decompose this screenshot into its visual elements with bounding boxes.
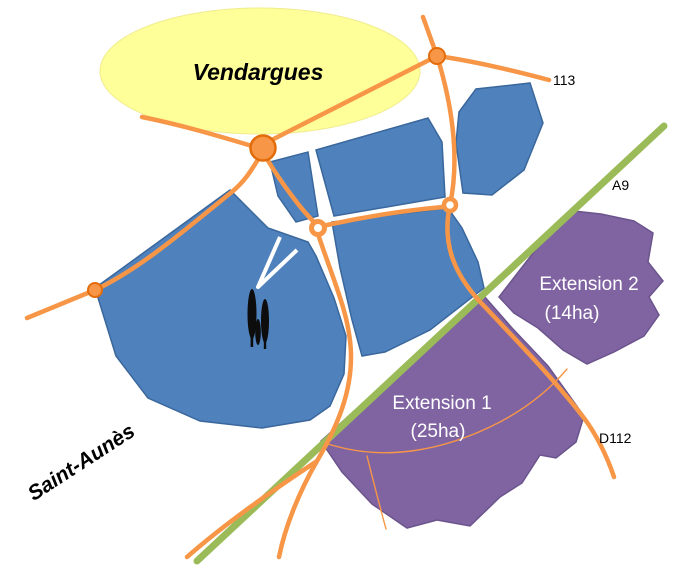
- vendargues-area-ellipse: [99, 7, 421, 135]
- cypress-trunk-1: [250, 336, 254, 347]
- roundabout-north: [428, 47, 446, 65]
- cypress-tree-2: [261, 299, 269, 343]
- existing-zone-west: [94, 189, 347, 429]
- roads: [24, 14, 617, 560]
- extension-1-zone: [320, 295, 585, 529]
- extension-zones: [320, 210, 664, 529]
- cypress-tree-3: [255, 319, 261, 345]
- roundabout-west: [87, 282, 103, 298]
- extension-1-name-label: Extension 1: [392, 393, 491, 414]
- zone-access-notch: [256, 236, 299, 289]
- minor-road-extension1-b: [366, 455, 387, 530]
- roundabout-center: [309, 219, 327, 237]
- road-roundabout-link: [264, 156, 316, 224]
- extension-2-area-label: (14ha): [545, 303, 600, 324]
- road-northwest: [139, 114, 255, 149]
- cypress-trees-icon: [247, 289, 269, 349]
- road-d112: [434, 53, 617, 480]
- road-south-branch: [184, 458, 320, 560]
- existing-zone-north-central: [315, 117, 446, 217]
- roundabout-east: [441, 196, 459, 214]
- minor-road-extension1-a: [324, 368, 568, 454]
- cypress-tree-1: [247, 289, 257, 339]
- saint-aunes-label: Saint-Aunès: [24, 420, 139, 506]
- road-south: [276, 234, 354, 560]
- highway-a9-label: A9: [612, 177, 629, 193]
- existing-zone-central-east: [331, 207, 485, 357]
- road-mid-connector: [324, 204, 446, 228]
- road-d112-label: D112: [599, 430, 632, 446]
- existing-zone-small-north: [269, 151, 319, 223]
- existing-zone-northeast: [455, 82, 544, 196]
- road-west: [24, 155, 262, 321]
- existing-zones: [94, 82, 544, 429]
- roundabouts: [87, 47, 459, 298]
- vendargues-label: Vendargues: [193, 59, 324, 85]
- cypress-trunk-2: [263, 340, 267, 349]
- road-113-label: 113: [553, 72, 576, 88]
- extension-1-area-label: (25ha): [411, 421, 466, 442]
- extension-2-name-label: Extension 2: [539, 274, 638, 295]
- roundabout-major: [249, 134, 277, 162]
